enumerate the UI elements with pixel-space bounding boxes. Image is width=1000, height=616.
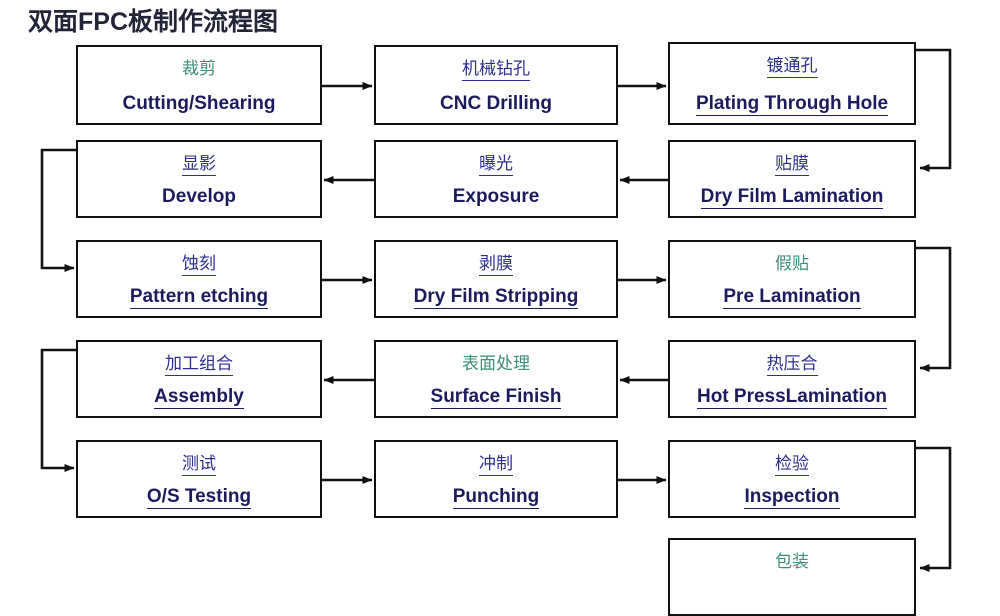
process-node-pth[interactable]: 镀通孔 Plating Through Hole [668, 42, 916, 125]
node-label-en-text: CNC Drilling [440, 93, 552, 114]
node-label-en-text: O/S Testing [146, 486, 252, 509]
node-label-en: Exposure [376, 186, 616, 208]
node-label-cn-text: 加工组合 [165, 354, 233, 376]
process-node-develop[interactable]: 显影 Develop [76, 140, 322, 218]
node-label-cn: 假贴 [670, 254, 914, 274]
node-label-cn-text: 机械钻孔 [462, 59, 530, 81]
connector-pth-to-dfl [916, 48, 952, 172]
node-label-en: Dry Film Lamination [670, 186, 914, 209]
node-label-cn-text: 曝光 [479, 154, 513, 176]
node-label-cn: 冲制 [376, 454, 616, 476]
node-label-cn: 测试 [78, 454, 320, 476]
connector-assembly-to-testing [40, 348, 76, 472]
node-label-en: Hot PressLamination [670, 386, 914, 409]
node-label-en: Inspection [670, 486, 914, 509]
node-label-en-text: Inspection [744, 486, 840, 509]
node-label-cn-text: 假贴 [775, 254, 809, 274]
node-label-en: Surface Finish [376, 386, 616, 409]
node-label-en-text: Pre Lamination [723, 286, 861, 309]
process-node-dfl[interactable]: 贴膜 Dry Film Lamination [668, 140, 916, 218]
connector-inspection-to-packing [916, 446, 952, 572]
process-node-etching[interactable]: 蚀刻 Pattern etching [76, 240, 322, 318]
node-label-cn: 加工组合 [78, 354, 320, 376]
node-label-cn-text: 裁剪 [182, 59, 216, 79]
node-label-en-text: Pattern etching [129, 286, 269, 309]
node-label-en-text: Develop [162, 186, 236, 207]
node-label-en-text: Surface Finish [430, 386, 562, 409]
node-label-cn: 剥膜 [376, 254, 616, 276]
process-node-hotpress[interactable]: 热压合 Hot PressLamination [668, 340, 916, 418]
process-node-assembly[interactable]: 加工组合 Assembly [76, 340, 322, 418]
process-node-surface[interactable]: 表面处理 Surface Finish [374, 340, 618, 418]
node-label-en: Pattern etching [78, 286, 320, 309]
node-label-en: Pre Lamination [670, 286, 914, 309]
node-label-cn: 曝光 [376, 154, 616, 176]
node-label-cn: 热压合 [670, 354, 914, 376]
node-label-cn: 机械钻孔 [376, 59, 616, 81]
node-label-en-text: Plating Through Hole [695, 93, 889, 116]
process-node-punching[interactable]: 冲制 Punching [374, 440, 618, 518]
connector-prelam-to-hotpress [916, 246, 952, 372]
node-label-en-text: Exposure [452, 186, 540, 207]
node-label-en: O/S Testing [78, 486, 320, 509]
node-label-en: Plating Through Hole [670, 93, 914, 116]
node-label-cn: 蚀刻 [78, 254, 320, 276]
node-label-cn: 贴膜 [670, 154, 914, 176]
process-node-exposure[interactable]: 曝光 Exposure [374, 140, 618, 218]
node-label-cn: 表面处理 [376, 354, 616, 374]
node-label-en-text: Assembly [154, 386, 244, 409]
node-label-en-text: Punching [452, 486, 540, 509]
node-label-en: Develop [78, 186, 320, 208]
node-label-cn-text: 蚀刻 [182, 254, 216, 276]
node-label-cn-text: 显影 [182, 154, 216, 176]
process-node-drilling[interactable]: 机械钻孔 CNC Drilling [374, 45, 618, 125]
node-label-cn-text: 镀通孔 [766, 56, 818, 78]
node-label-cn: 镀通孔 [670, 56, 914, 78]
process-node-prelam[interactable]: 假贴 Pre Lamination [668, 240, 916, 318]
process-node-inspection[interactable]: 检验 Inspection [668, 440, 916, 518]
process-node-testing[interactable]: 测试 O/S Testing [76, 440, 322, 518]
node-label-cn-text: 检验 [775, 454, 809, 476]
node-label-cn-text: 冲制 [479, 454, 513, 476]
node-label-en-text: Dry Film Lamination [700, 186, 884, 209]
node-label-cn: 裁剪 [78, 59, 320, 79]
process-node-packing[interactable]: 包装 [668, 538, 916, 616]
node-label-en: Assembly [78, 386, 320, 409]
node-label-en: Punching [376, 486, 616, 509]
node-label-en-text: Cutting/Shearing [122, 93, 276, 114]
node-label-en: Dry Film Stripping [376, 286, 616, 309]
page-title: 双面FPC板制作流程图 [28, 8, 279, 36]
process-node-cutting[interactable]: 裁剪 Cutting/Shearing [76, 45, 322, 125]
node-label-en: Cutting/Shearing [78, 93, 320, 115]
node-label-cn-text: 剥膜 [479, 254, 513, 276]
node-label-cn: 显影 [78, 154, 320, 176]
node-label-cn-text: 包装 [775, 552, 809, 572]
node-label-cn-text: 表面处理 [462, 354, 530, 374]
node-label-en-text: Hot PressLamination [696, 386, 888, 409]
process-node-stripping[interactable]: 剥膜 Dry Film Stripping [374, 240, 618, 318]
node-label-cn: 包装 [670, 552, 914, 572]
node-label-cn-text: 贴膜 [775, 154, 809, 176]
node-label-en-text: Dry Film Stripping [413, 286, 579, 309]
node-label-cn-text: 测试 [182, 454, 216, 476]
node-label-cn: 检验 [670, 454, 914, 476]
node-label-cn-text: 热压合 [766, 354, 818, 376]
connector-develop-to-etching [40, 148, 76, 272]
node-label-en: CNC Drilling [376, 93, 616, 115]
